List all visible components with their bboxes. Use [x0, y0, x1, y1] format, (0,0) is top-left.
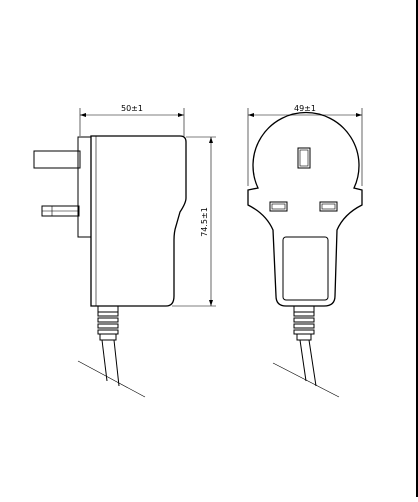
earth-pin-slot — [297, 147, 311, 169]
front-recess — [282, 236, 329, 301]
neutral-pin-slot — [319, 201, 338, 212]
side-strain-relief — [97, 306, 119, 341]
live-pin-slot — [269, 201, 288, 212]
front-cable — [272, 339, 340, 398]
side-width-dimension: 50±1 — [79, 104, 185, 136]
side-view: 50±1 74.5±1 — [33, 104, 216, 398]
front-width-dimension: 49±1 — [247, 104, 363, 186]
front-strain-relief — [293, 306, 315, 341]
front-width-label: 49±1 — [294, 104, 316, 113]
side-height-label: 74.5±1 — [200, 207, 209, 237]
side-cable — [77, 339, 146, 398]
side-width-label: 50±1 — [121, 104, 143, 113]
page-border — [416, 0, 418, 497]
side-housing — [90, 135, 187, 307]
front-housing — [247, 111, 363, 307]
side-height-dimension: 74.5±1 — [172, 136, 216, 307]
earth-prong — [33, 150, 81, 169]
front-view: 49±1 — [247, 104, 363, 398]
live-pin — [41, 205, 80, 217]
